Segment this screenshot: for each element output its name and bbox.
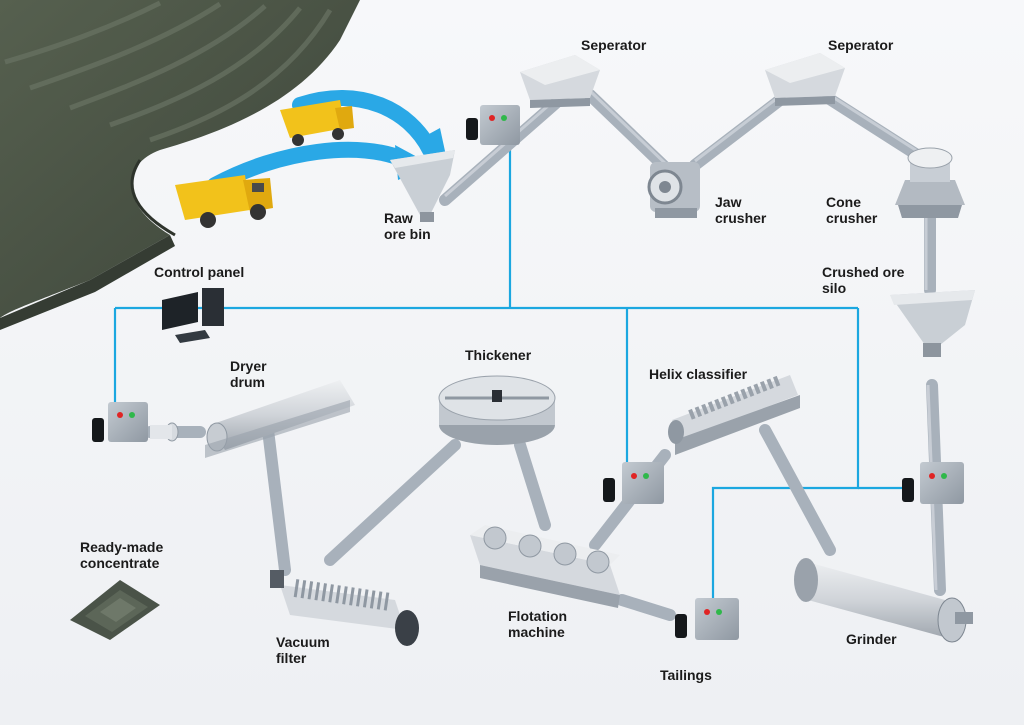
label-raw-ore-bin-line-1: Raw xyxy=(384,210,413,226)
label-jaw-crusher-line-1: Jaw xyxy=(715,194,742,210)
label-ready-made-concentrate: Ready-made concentrate xyxy=(80,539,163,571)
grinder-mill xyxy=(794,558,973,643)
control-network-lines xyxy=(113,150,905,600)
computer-icon xyxy=(162,288,224,343)
dryer-drum-machine xyxy=(150,380,355,458)
control-box-icon xyxy=(603,462,664,504)
label-helix-classifier: Helix classifier xyxy=(649,366,748,382)
label-flotation-machine: Flotation machine xyxy=(508,608,567,640)
label-ready-made-concentrate-line-2: concentrate xyxy=(80,555,160,571)
helix-classifier-machine xyxy=(668,375,800,455)
label-jaw-crusher: Jaw crusher xyxy=(715,194,766,226)
label-crushed-ore-silo: Crushed ore silo xyxy=(822,264,904,296)
control-box-icon xyxy=(92,402,148,442)
raw-ore-bin xyxy=(390,150,455,222)
label-flotation-machine-line-2: machine xyxy=(508,624,565,640)
dump-truck-icon xyxy=(280,100,354,146)
label-thickener: Thickener xyxy=(465,347,532,363)
cone-crusher-machine xyxy=(895,147,965,218)
label-raw-ore-bin: Raw ore bin xyxy=(384,210,431,242)
control-box-icon xyxy=(902,462,964,504)
dump-truck-icon xyxy=(175,175,273,228)
flotation-machine xyxy=(470,525,620,608)
label-vacuum-filter-line-1: Vacuum xyxy=(276,634,330,650)
label-raw-ore-bin-line-2: ore bin xyxy=(384,226,431,242)
open-pit-mine xyxy=(0,0,360,330)
label-jaw-crusher-line-2: crusher xyxy=(715,210,767,226)
label-vacuum-filter: Vacuum filter xyxy=(276,634,330,666)
label-flotation-machine-line-1: Flotation xyxy=(508,608,568,624)
label-cone-crusher-line-2: crusher xyxy=(826,210,878,226)
crushed-ore-silo xyxy=(890,290,975,357)
thickener-tank xyxy=(438,375,556,445)
control-box-icon xyxy=(466,105,520,145)
label-crushed-ore-silo-line-2: silo xyxy=(822,280,847,296)
separator-machine-2 xyxy=(765,53,845,106)
concentrate-pile xyxy=(70,580,160,640)
separator-machine-1 xyxy=(520,55,600,108)
label-vacuum-filter-line-2: filter xyxy=(276,650,307,666)
vacuum-filter-machine xyxy=(270,570,419,646)
label-grinder: Grinder xyxy=(846,631,897,647)
label-dryer-drum-line-1: Dryer xyxy=(230,358,267,374)
label-separator-1: Seperator xyxy=(581,37,647,53)
jaw-crusher-machine xyxy=(647,162,700,218)
label-separator-2: Seperator xyxy=(828,37,894,53)
control-box-icon xyxy=(675,598,739,640)
label-cone-crusher: Cone crusher xyxy=(826,194,877,226)
label-cone-crusher-line-1: Cone xyxy=(826,194,861,210)
label-crushed-ore-silo-line-1: Crushed ore xyxy=(822,264,905,280)
conveyors xyxy=(144,89,946,621)
label-control-panel: Control panel xyxy=(154,264,245,280)
label-dryer-drum-line-2: drum xyxy=(230,374,265,390)
label-tailings: Tailings xyxy=(660,667,712,683)
label-ready-made-concentrate-line-1: Ready-made xyxy=(80,539,164,555)
label-dryer-drum: Dryer drum xyxy=(230,358,267,390)
